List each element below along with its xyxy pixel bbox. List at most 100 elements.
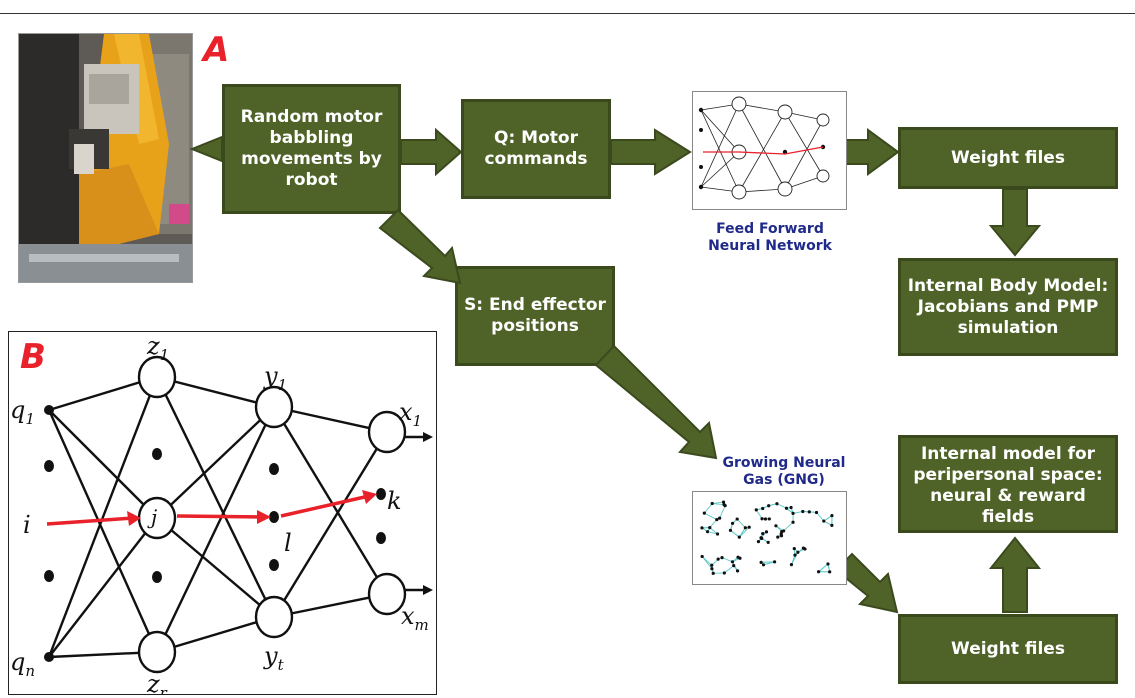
gng-node <box>789 506 792 509</box>
robot-photo <box>18 33 193 283</box>
random-babbling-box: Random motor babbling movements by robot <box>222 84 401 214</box>
weight-files-top-box: Weight files <box>898 127 1118 189</box>
gng-node <box>710 564 713 567</box>
arrow-babbling-to-end-effector <box>380 210 460 283</box>
q1-label: q1 <box>10 396 35 428</box>
gng-node <box>723 571 726 574</box>
gng-node <box>802 547 805 550</box>
gng-edge <box>704 504 712 514</box>
gng-node <box>729 529 732 532</box>
gng-node <box>793 547 796 550</box>
panel-b-label: B <box>20 340 46 374</box>
gng-edge <box>720 506 726 519</box>
gng-node <box>767 541 770 544</box>
gng-node <box>723 503 726 506</box>
gng-node <box>796 551 799 554</box>
gng-node <box>708 526 711 529</box>
yt-label: yt <box>263 642 285 674</box>
gng-node <box>793 553 796 556</box>
motor-commands-box: Q: Motor commands <box>461 99 611 199</box>
gng-node <box>759 536 762 539</box>
arrow-photo-to-babbling <box>192 137 222 161</box>
gng-node <box>711 502 714 505</box>
gng-node <box>815 511 818 514</box>
gng-node <box>791 521 794 524</box>
gng-caption: Growing Neural Gas (GNG) <box>709 455 859 489</box>
gng-edge <box>761 562 774 563</box>
gng-node <box>717 558 720 561</box>
gng-node <box>736 556 739 559</box>
gng-node <box>761 532 764 535</box>
gng-node <box>760 561 763 564</box>
gng-node <box>773 560 776 563</box>
internal-body-model-box: Internal Body Model: Jacobians and PMP s… <box>898 258 1118 356</box>
xm-label: xm <box>401 602 429 634</box>
gng-node <box>780 534 783 537</box>
gng-edge <box>724 566 733 573</box>
gng-node <box>775 502 778 505</box>
gng-node <box>826 562 829 565</box>
gng-node <box>830 514 833 517</box>
gng-edge <box>702 556 712 568</box>
gng-node <box>808 510 811 513</box>
gng-edge <box>817 512 824 521</box>
gng-node <box>765 530 768 533</box>
gng-node <box>817 570 820 573</box>
gng-edge <box>784 522 793 531</box>
gng-node <box>732 564 735 567</box>
x1-label: x1 <box>399 398 422 430</box>
gng-node <box>767 504 770 507</box>
gng-node <box>828 570 831 573</box>
panel-b-network: q1 i qn z1 j zr y1 l yt x1 k xm <box>8 331 437 695</box>
gng-node <box>701 555 704 558</box>
arrow-motor-to-ffnn <box>611 130 690 174</box>
arrow-ffnn-to-weights <box>846 130 898 174</box>
gng-node <box>731 522 734 525</box>
zr-label: zr <box>146 670 168 694</box>
gng-node <box>822 519 825 522</box>
peripersonal-model-box: Internal model for peripersonal space: n… <box>898 435 1118 533</box>
gng-node <box>720 556 723 559</box>
gng-node <box>731 560 734 563</box>
gng-node <box>768 517 771 520</box>
gng-edge <box>704 513 716 519</box>
gng-node <box>761 507 764 510</box>
gng-node <box>762 563 765 566</box>
arrow-babbling-to-motor <box>401 130 461 174</box>
gng-node <box>791 512 794 515</box>
top-rule <box>0 13 1135 14</box>
end-effector-box: S: End effector positions <box>455 266 615 366</box>
gng-node <box>790 563 793 566</box>
gng-node <box>718 517 721 520</box>
i-label: i <box>23 511 31 539</box>
arrow-weights-to-peripersonal <box>991 538 1039 612</box>
gng-node <box>738 536 741 539</box>
gng-node <box>755 508 758 511</box>
gng-node <box>764 517 767 520</box>
gng-edge <box>737 519 745 528</box>
gng-node <box>782 529 785 532</box>
panel-a-label: A <box>203 33 229 67</box>
gng-edge <box>712 504 724 505</box>
y1-label: y1 <box>263 362 287 394</box>
gng-node <box>830 524 833 527</box>
ffnn-caption: Feed Forward Neural Network <box>695 221 845 255</box>
gng-node <box>744 526 747 529</box>
l-label: l <box>284 529 292 557</box>
gng-node <box>760 517 763 520</box>
gng-node <box>748 526 751 529</box>
gng-node <box>736 569 739 572</box>
gng-node <box>736 517 739 520</box>
z1-label: z1 <box>146 332 169 364</box>
gng-node <box>801 510 804 513</box>
gng-node <box>703 512 706 515</box>
gng-node <box>715 518 718 521</box>
gng-node <box>774 524 777 527</box>
gng-node <box>706 530 709 533</box>
gng-node <box>722 500 725 503</box>
gng-node <box>700 526 703 529</box>
gng-thumbnail <box>692 491 847 585</box>
k-label: k <box>387 487 402 515</box>
gng-node <box>776 535 779 538</box>
gng-node <box>785 507 788 510</box>
